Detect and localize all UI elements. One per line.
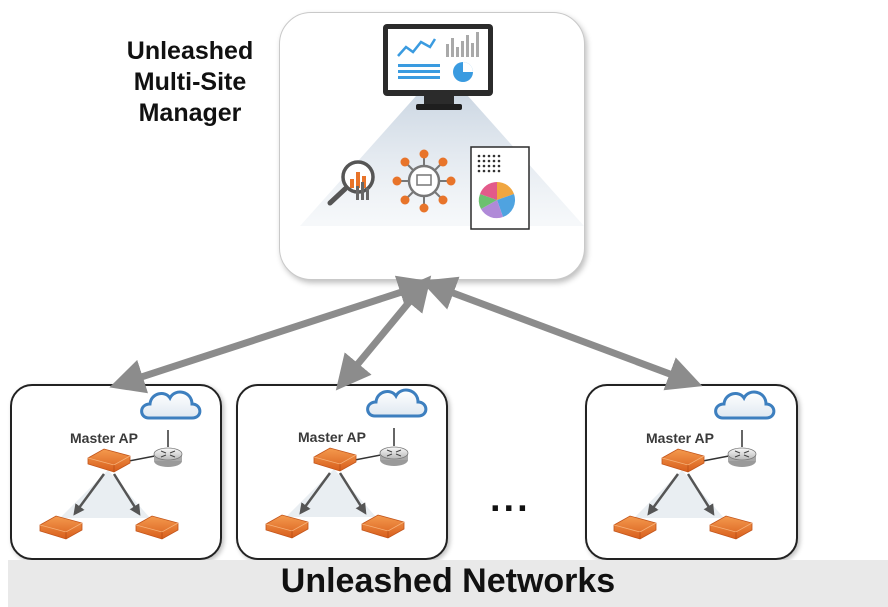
bar-chart-icon (446, 32, 479, 57)
footer-label: Unleashed Networks (280, 562, 616, 600)
manager-title: Unleashed Multi-Site Manager (110, 36, 270, 129)
magnifier-chart-icon (327, 160, 375, 206)
cloud-icon (140, 390, 202, 420)
manager-link-arrows (109, 275, 703, 394)
router-icon (153, 447, 183, 468)
access-point-icon (39, 515, 83, 540)
more-sites-ellipsis: ... (490, 478, 531, 520)
router-icon (379, 446, 409, 467)
master-ap-label-1: Master AP (70, 430, 138, 446)
access-point-icon (613, 515, 657, 540)
manager-title-line-2: Multi-Site (133, 68, 247, 96)
link-arrow-site-3 (420, 276, 703, 391)
manager-title-line-3: Manager (138, 99, 242, 127)
access-point-icon (709, 515, 753, 540)
pie-chart-icon (453, 62, 473, 82)
access-point-icon (661, 448, 705, 473)
footer-band: Unleashed Networks (8, 560, 888, 607)
hub-network-icon (392, 149, 456, 213)
site-network-2 (265, 388, 428, 539)
link-arrow-site-2 (335, 275, 432, 391)
site-network-3 (613, 390, 776, 540)
access-point-icon (313, 447, 357, 472)
report-document-icon (470, 146, 530, 230)
cloud-icon (366, 388, 428, 418)
site-network-1 (39, 390, 202, 540)
manager-title-line-1: Unleashed (126, 37, 254, 65)
master-ap-label-2: Master AP (298, 429, 366, 445)
cloud-icon (714, 390, 776, 420)
router-icon (727, 447, 757, 468)
access-point-icon (135, 515, 179, 540)
link-arrow-site-1 (109, 275, 434, 394)
line-chart-icon (397, 38, 437, 57)
access-point-icon (265, 514, 309, 539)
access-point-icon (87, 448, 131, 473)
text-lines-icon (398, 64, 440, 79)
access-point-icon (361, 514, 405, 539)
master-ap-label-3: Master AP (646, 430, 714, 446)
